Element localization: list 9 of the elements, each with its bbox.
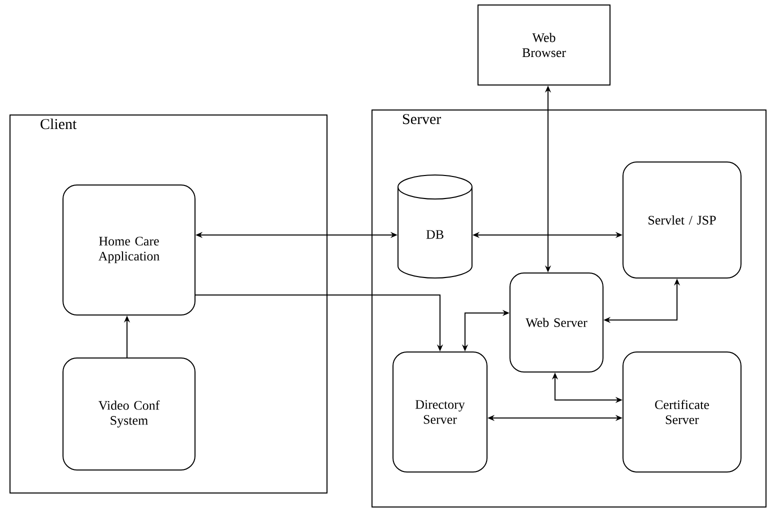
process-box: Web Browser (478, 4, 610, 86)
node-label: DB (426, 230, 444, 239)
process-box: Certificate Server (622, 352, 742, 472)
process-box: Video Conf System (62, 358, 196, 470)
process-box: Servlet / JSP (622, 162, 742, 278)
process-box: Home Care Application (62, 184, 196, 316)
process-box: Directory Server (392, 352, 488, 472)
process-box: Web Server (510, 272, 604, 372)
database-cylinder: DB (398, 174, 472, 278)
